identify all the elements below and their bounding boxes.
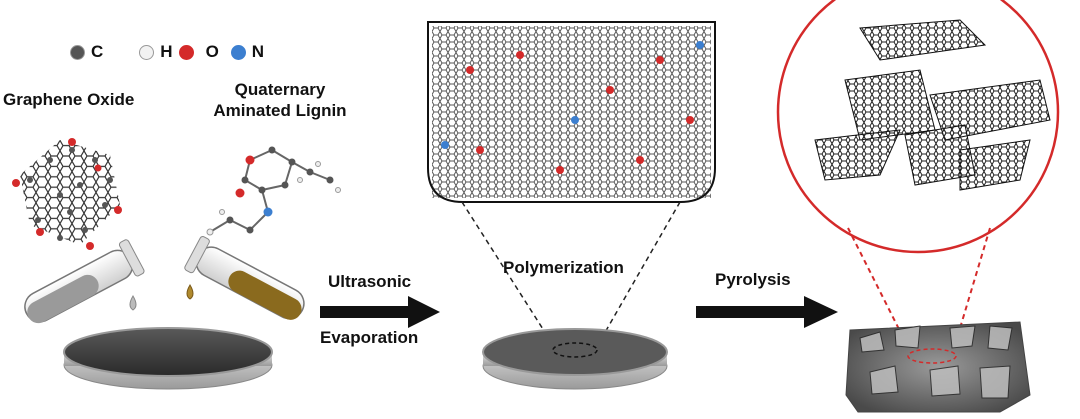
legend-c-label: C <box>91 42 103 62</box>
ultrasonic-label: Ultrasonic <box>328 272 411 292</box>
legend-n-dot <box>231 45 246 60</box>
arrow-ultrasonic <box>320 296 440 328</box>
lignin-test-tube <box>184 235 311 327</box>
legend-h-dot <box>139 45 154 60</box>
arrow-pyrolysis <box>696 296 838 328</box>
pyrolysis-label: Pyrolysis <box>715 270 791 290</box>
substrate-dish-2 <box>483 329 667 389</box>
legend-o-dot <box>179 45 194 60</box>
carbon-zoom-circle <box>778 0 1058 355</box>
evaporation-label: Evaporation <box>320 328 418 348</box>
legend-h-label: H <box>160 42 172 62</box>
atom-legend: C H O N <box>70 42 264 62</box>
graphene-oxide-label: Graphene Oxide <box>3 90 134 110</box>
legend-o-label: O <box>206 42 219 62</box>
graphene-oxide-molecule <box>12 138 122 250</box>
polymer-zoom-box <box>428 22 715 348</box>
legend-n-label: N <box>252 42 264 62</box>
substrate-dish-1 <box>64 328 272 389</box>
polymerization-label: Polymerization <box>503 258 624 278</box>
lignin-label-line1: Quaternary <box>205 80 355 100</box>
legend-c-dot <box>70 45 85 60</box>
go-test-tube <box>18 239 145 331</box>
lignin-label-line2: Aminated Lignin <box>205 101 355 121</box>
carbon-foam <box>846 322 1030 412</box>
